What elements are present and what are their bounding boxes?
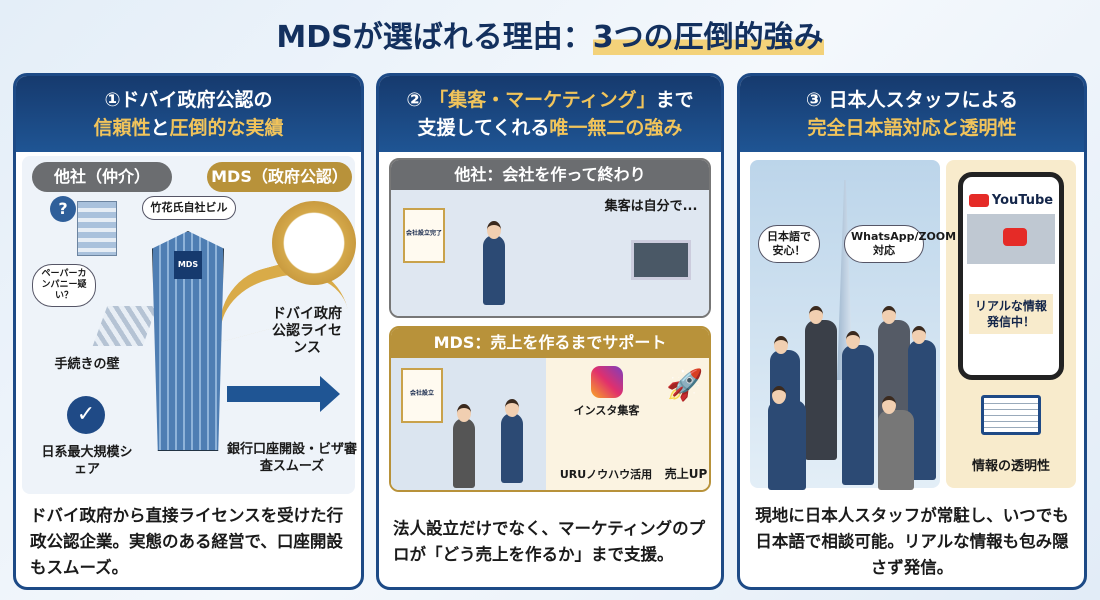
question-icon: ? <box>50 196 76 222</box>
transparency-label: 情報の透明性 <box>971 459 1050 474</box>
self-marketing-label: 集客は自分で... <box>604 199 698 214</box>
panel-title: 他社：会社を作って終わり <box>391 160 709 190</box>
building-bubble: 竹花氏自社ビル <box>142 196 236 220</box>
card-body-text: ドバイ政府から直接ライセンスを受けた行政公認企業。実態のある経営で、口座開設もス… <box>30 505 344 577</box>
book-icon <box>981 395 1041 435</box>
computer-icon <box>631 240 691 280</box>
real-info-label: リアルな情報発信中！ <box>969 294 1053 334</box>
header-text: 支援してくれる <box>417 117 550 139</box>
staff-person <box>768 386 806 490</box>
instagram-icon <box>591 366 623 398</box>
card-marketing-support: ② 「集客・マーケティング」まで 支援してくれる唯一無二の強み 他社：会社を作っ… <box>376 73 724 590</box>
japanese-bubble: 日本語で安心！ <box>758 225 820 263</box>
header-gold: 「集客・マーケティング」 <box>429 89 656 111</box>
video-thumbnail[interactable] <box>967 214 1055 264</box>
share-label: 日系最大規模シェア <box>41 445 133 477</box>
panel-body: 会社設立完了 集客は自分で... <box>391 190 709 316</box>
page-title: MDSが選ばれる理由：3つの圧倒的強み <box>0 12 1100 56</box>
card-government-license: ①ドバイ政府公認の 信頼性と圧倒的な実績 他社（仲介） MDS（政府公認） ? … <box>13 73 364 590</box>
header-gold: 唯一無二の強み <box>549 117 683 139</box>
insta-label: インスタ集客 <box>573 404 640 417</box>
staff-scene: 日本語で安心！ WhatsApp/ZOOM対応 <box>750 160 956 490</box>
title-main: MDSが選ばれる理由： <box>276 20 593 55</box>
title-highlight: 3つの圧倒的強み <box>592 20 824 55</box>
staff-person <box>878 396 914 490</box>
card-japanese-staff: ③ 日本人スタッフによる 完全日本語対応と透明性 日本語で安心！ WhatsAp… <box>737 73 1087 590</box>
card-header: ①ドバイ政府公認の 信頼性と圧倒的な実績 <box>16 76 361 152</box>
mds-logo: MDS <box>174 251 202 279</box>
header-text: と <box>150 117 170 139</box>
sales-up-label: 売上UP <box>664 467 708 481</box>
illustration-comparison: 他社：会社を作って終わり 会社設立完了 集客は自分で... MDS：売上を作るま… <box>385 156 715 494</box>
youtube-logo: YouTube <box>963 193 1059 208</box>
header-line2: 完全日本語対応と透明性 <box>807 117 1017 139</box>
staff-person <box>842 331 874 485</box>
youtube-label: YouTube <box>991 193 1054 208</box>
card-header: ② 「集客・マーケティング」まで 支援してくれる唯一無二の強み <box>379 76 721 152</box>
staff-person <box>805 306 837 460</box>
arrow-right-icon <box>227 376 340 412</box>
card-body-text: 法人設立だけでなく、マーケティングのプロが「どう売上を作るか」まで支援。 <box>393 518 706 564</box>
bank-label: 銀行口座開設・ビザ審査スムーズ <box>227 442 358 474</box>
header-line1: ①ドバイ政府公認の <box>104 89 273 111</box>
wall-label: 手続きの壁 <box>54 357 120 372</box>
person-icon <box>483 221 505 305</box>
header-gold: 信頼性 <box>93 117 151 139</box>
certificate: 会社設立完了 <box>403 208 445 263</box>
rocket-icon: 🚀 <box>666 368 704 403</box>
phone-icon: YouTube リアルな情報発信中！ <box>958 172 1064 380</box>
header-line1: ② 「集客・マーケティング」まで <box>379 86 721 114</box>
paper-company-bubble: ペーパーカンパニー疑い？ <box>32 264 96 307</box>
person-icon <box>501 399 523 483</box>
check-icon: ✓ <box>67 396 105 434</box>
government-seal-icon <box>272 201 356 285</box>
uru-label: URUノウハウ活用 <box>559 468 653 481</box>
header-line2: 支援してくれる唯一無二の強み <box>379 114 721 142</box>
illustration-staff: 日本語で安心！ WhatsApp/ZOOM対応 YouTube リアルな情報発信… <box>746 156 1078 494</box>
header-gold: 圧倒的な実績 <box>169 117 284 139</box>
mds-panel: MDS：売上を作るまでサポート 会社設立 インスタ集客 URUノウハウ活用 🚀 … <box>389 326 711 492</box>
certificate: 会社設立 <box>401 368 443 423</box>
header-text: ② <box>406 89 430 111</box>
person-icon <box>453 404 475 488</box>
header-line2: 信頼性と圧倒的な実績 <box>16 114 361 142</box>
staff-person <box>908 326 936 480</box>
small-building-icon <box>77 201 117 256</box>
header-line1: ③ 日本人スタッフによる <box>805 89 1019 111</box>
other-company-panel: 他社：会社を作って終わり 会社設立完了 集客は自分で... <box>389 158 711 318</box>
transparency-panel: YouTube リアルな情報発信中！ 情報の透明性 <box>946 160 1076 488</box>
maze-icon <box>92 306 158 346</box>
other-company-pill: 他社（仲介） <box>32 162 172 192</box>
header-text: まで <box>655 89 694 111</box>
card-header: ③ 日本人スタッフによる 完全日本語対応と透明性 <box>740 76 1084 152</box>
illustration-building: 他社（仲介） MDS（政府公認） ? ペーパーカンパニー疑い？ 手続きの壁 ✓ … <box>22 156 358 494</box>
panel-title: MDS：売上を作るまでサポート <box>391 328 709 358</box>
mds-pill: MDS（政府公認） <box>207 162 352 192</box>
whatsapp-bubble: WhatsApp/ZOOM対応 <box>844 225 956 263</box>
card-body-text: 現地に日本人スタッフが常駐し、いつでも日本語で相談可能。リアルな情報も包み隠さず… <box>755 505 1069 577</box>
panel-body: 会社設立 インスタ集客 URUノウハウ活用 🚀 売上UP <box>391 358 709 490</box>
license-label: ドバイ政府公認ライセンス <box>272 306 342 356</box>
